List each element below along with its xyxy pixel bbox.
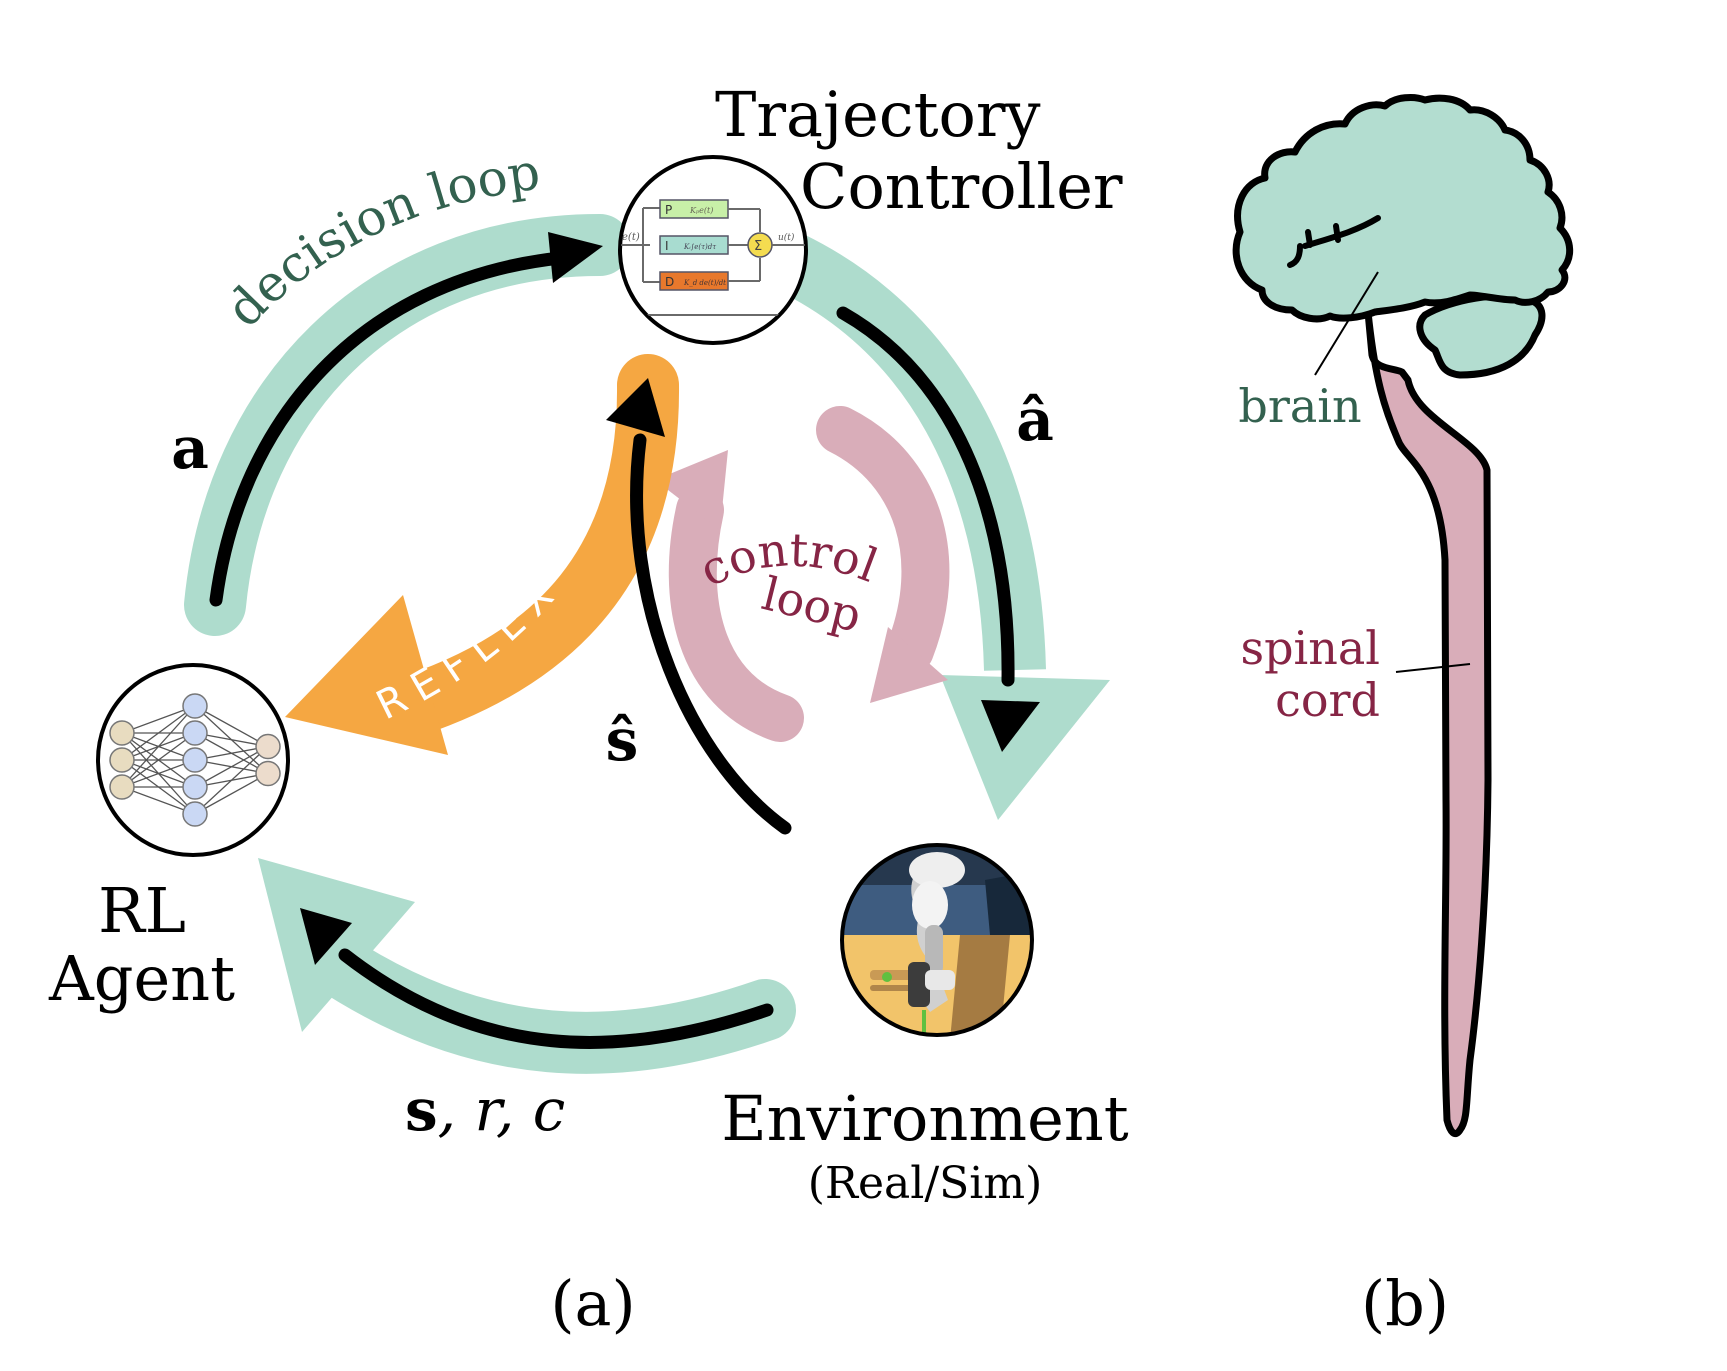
- panel-a-caption: (a): [550, 1267, 635, 1340]
- action-arrowhead: [548, 232, 603, 283]
- decision-arrowhead-environment: [940, 675, 1110, 820]
- action-hat-arrow-line: [836, 306, 1015, 687]
- nn-connection: [194, 746, 269, 815]
- panel-b-caption: (b): [1361, 1267, 1449, 1340]
- nn-neuron: [182, 801, 208, 827]
- rl-agent-label-line1: RL: [98, 874, 186, 947]
- brain-shape: [1232, 94, 1574, 323]
- panel-b: brain spinal cord (b): [1232, 94, 1574, 1340]
- environment-label-line1: Environment: [721, 1082, 1128, 1155]
- nn-neuron: [182, 693, 208, 719]
- pid-input-label: e(t): [622, 232, 640, 243]
- control-loop: [655, 406, 950, 742]
- nn-connection: [121, 705, 196, 788]
- spinal-cord-label-line1: spinal: [1240, 621, 1380, 675]
- nn-neuron: [109, 720, 135, 746]
- pid-i-label: I: [665, 239, 669, 253]
- environment-label-line2: (Real/Sim): [808, 1158, 1043, 1209]
- signal-arrows: [209, 232, 1040, 1049]
- nn-connection: [121, 732, 196, 788]
- nn-connection: [194, 772, 269, 815]
- rl-agent-node: [96, 663, 290, 857]
- nn-neuron: [109, 747, 135, 773]
- spinal-leader-line: [1395, 663, 1471, 673]
- nn-neuron: [109, 774, 135, 800]
- control-band-right: [816, 406, 950, 674]
- nn-connection: [121, 705, 196, 734]
- brain-label: brain: [1238, 379, 1361, 433]
- nn-connection: [121, 759, 196, 788]
- feedback-sep2: ,: [496, 1076, 533, 1144]
- pid-diagram: e(t) P I D Kₚe(t) Kᵢ∫e(τ)dτ K_d de(t)/dt…: [621, 199, 805, 316]
- robot-arm-image: [843, 846, 1031, 1034]
- pid-d-term: K_d de(t)/dt: [683, 279, 726, 287]
- nn-connection: [194, 745, 269, 788]
- brain-leader-line: [1314, 271, 1379, 376]
- feedback-label: s, r, c: [405, 1076, 565, 1144]
- pid-d-label: D: [665, 275, 674, 289]
- pid-output-label: u(t): [778, 232, 795, 243]
- environment-node: [840, 843, 1034, 1037]
- nn-neuron: [182, 774, 208, 800]
- neural-network-icon: [109, 693, 281, 827]
- state-hat-label: ŝ: [606, 706, 639, 774]
- rl-agent-label-line2: Agent: [48, 942, 235, 1015]
- nn-neuron: [182, 747, 208, 773]
- state-hat-arrowhead: [606, 378, 665, 437]
- reflex-arrow: REFLEX: [285, 354, 680, 755]
- brain-fissure: [1287, 215, 1381, 268]
- feedback-state: s: [405, 1076, 438, 1144]
- action-label: a: [171, 414, 209, 482]
- control-arrowhead-up: [655, 450, 728, 530]
- trajectory-controller-label-line2: Controller: [800, 150, 1123, 223]
- feedback-sep1: ,: [438, 1076, 475, 1144]
- nn-connection: [194, 705, 269, 748]
- feedback-cost: c: [533, 1076, 565, 1144]
- action-hat-arrowhead: [981, 700, 1040, 752]
- trajectory-controller-label-line1: Trajectory: [715, 78, 1041, 151]
- spinal-cord-shape: [1364, 308, 1492, 1138]
- cerebellum-shape: [1416, 292, 1546, 379]
- pid-p-label: P: [665, 203, 672, 217]
- pid-sum-symbol: Σ: [754, 239, 762, 254]
- decision-arrowhead-agent: [258, 858, 415, 1032]
- control-band-left: [668, 486, 804, 742]
- spinal-cord-label-line2: cord: [1275, 673, 1380, 727]
- nn-neuron: [255, 760, 281, 787]
- nn-neuron: [182, 720, 208, 746]
- action-arrow-line: [209, 251, 567, 607]
- feedback-arrow-line: [338, 948, 774, 1049]
- control-arrowhead-down: [870, 627, 948, 703]
- reflex-arrowhead: [285, 595, 448, 755]
- action-hat-label: â: [1016, 386, 1054, 454]
- pid-p-term: Kₚe(t): [689, 206, 713, 215]
- trajectory-controller-node: e(t) P I D Kₚe(t) Kᵢ∫e(τ)dτ K_d de(t)/dt…: [618, 155, 808, 345]
- feedback-arrowhead: [300, 908, 352, 965]
- state-hat-arrow-line: [630, 433, 792, 835]
- nn-connection: [121, 786, 196, 815]
- nn-neuron: [255, 733, 281, 760]
- pid-i-term: Kᵢ∫e(τ)dτ: [683, 243, 716, 251]
- nn-connection: [121, 705, 196, 761]
